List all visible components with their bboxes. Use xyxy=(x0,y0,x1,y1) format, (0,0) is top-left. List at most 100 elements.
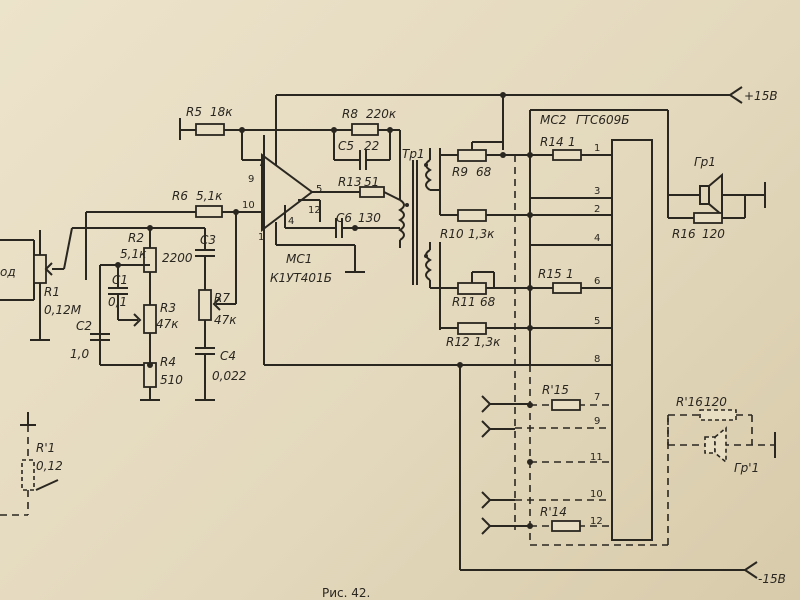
resistor-r14-prime xyxy=(551,520,581,532)
r15-ref: R15 xyxy=(538,267,562,281)
r12-ref: R12 xyxy=(446,335,470,349)
c4-value: 0,022 xyxy=(212,369,246,383)
mc1-pin-4: 4 xyxy=(288,216,294,227)
speaker-gr1 xyxy=(667,110,766,218)
mc2-pin-2: 2 xyxy=(594,204,600,215)
resistor-r16 xyxy=(668,212,745,224)
positive-supply-rail xyxy=(275,86,743,150)
resistor-r4 xyxy=(140,358,160,401)
r2-value: 5,1к xyxy=(120,247,147,261)
mc1-pin-9: 9 xyxy=(248,174,254,185)
figure-caption: Рис. 42. xyxy=(322,586,370,600)
r8-ref: R8 xyxy=(342,107,358,121)
potentiometer-r7 xyxy=(198,212,237,348)
resistor-r15 xyxy=(552,282,582,294)
r13-ref: R13 xyxy=(338,175,362,189)
r12-value: 1,3к xyxy=(474,335,501,349)
c1-ref: C1 xyxy=(112,273,128,287)
r8-value: 220к xyxy=(366,107,397,121)
resistor-r14 xyxy=(552,149,582,161)
c4-ref: C4 xyxy=(220,349,236,363)
resistor-r15-prime xyxy=(551,399,581,411)
mc1-pin-5: 5 xyxy=(316,184,322,195)
potentiometer-r3 xyxy=(99,264,157,366)
mc2-type: ГТС609Б xyxy=(576,113,630,127)
r4-ref: R4 xyxy=(160,355,176,369)
r5-value: 18к xyxy=(210,105,233,119)
r15-value: 1 xyxy=(566,267,574,281)
mc2-pin-9: 9 xyxy=(594,416,600,427)
r3-ref: R3 xyxy=(160,301,176,315)
resistor-r12 xyxy=(440,322,612,335)
r9-ref: R9 xyxy=(452,165,468,179)
tp1-ref: Тр1 xyxy=(402,147,425,161)
r10-ref: R10 xyxy=(440,227,464,241)
mc2-pin-4: 4 xyxy=(594,233,600,244)
r7-ref: R7 xyxy=(214,291,230,305)
mc2-pin-11: 11 xyxy=(590,452,603,463)
r16-ref: R16 xyxy=(672,227,696,241)
r3-value: 47к xyxy=(156,317,179,331)
r1-value: 0,12М xyxy=(44,303,82,317)
r13-value: 51 xyxy=(364,175,379,189)
resistor-r8 xyxy=(351,123,401,200)
r9-value: 68 xyxy=(476,165,492,179)
mc2-pin-3: 3 xyxy=(594,186,600,197)
resistor-r16-prime xyxy=(699,409,737,421)
input-label: од xyxy=(0,265,16,279)
c2-value: 1,0 xyxy=(70,347,89,361)
mc1-pin-12: 12 xyxy=(308,205,321,216)
ic-mc1-amplifier xyxy=(261,135,365,273)
resistor-r10 xyxy=(440,209,612,222)
mc2-pin-12: 12 xyxy=(590,516,603,527)
mc2-ref: МС2 xyxy=(540,113,566,127)
r11-ref: R11 xyxy=(452,295,476,309)
c5-value: 22 xyxy=(364,139,379,153)
r2-ref: R2 xyxy=(128,231,144,245)
capacitor-c5 xyxy=(331,127,393,170)
r16p-ref: R'16 xyxy=(676,395,703,409)
c5-ref: C5 xyxy=(338,139,354,153)
r1p-value: 0,12 xyxy=(36,459,63,473)
r14-ref: R14 xyxy=(540,135,564,149)
capacitor-c4 xyxy=(195,347,215,401)
r14p-ref: R'14 xyxy=(540,505,567,519)
mc2-pin-6: 6 xyxy=(594,276,600,287)
capacitor-c2 xyxy=(90,320,110,365)
input-arrows xyxy=(481,395,530,535)
mc2-pin-10: 10 xyxy=(590,489,603,500)
positive-supply-label: +15В xyxy=(744,89,778,103)
r10-value: 1,3к xyxy=(468,227,495,241)
mc1-pin-7: 7 xyxy=(258,158,264,169)
c2-ref: C2 xyxy=(76,319,92,333)
r7-value: 47к xyxy=(214,313,237,327)
r6-value: 5,1к xyxy=(196,189,223,203)
gr1-alt-ref: Гр'1 xyxy=(734,461,759,475)
ic-mc2-output-stage xyxy=(527,109,668,541)
potentiometer-r1-prime xyxy=(0,412,59,516)
resistor-r11 xyxy=(430,242,612,330)
capacitor-c3 xyxy=(150,227,215,290)
c6-ref: C6 xyxy=(336,211,352,225)
r11-value: 68 xyxy=(480,295,496,309)
r15p-ref: R'15 xyxy=(542,383,569,397)
transformer-tp1 xyxy=(398,148,440,288)
c1-value: 0,1 xyxy=(108,295,127,309)
resistor-r13 xyxy=(312,186,401,201)
c6-value: 130 xyxy=(358,211,381,225)
r16-value: 120 xyxy=(702,227,725,241)
resistor-r9 xyxy=(439,141,612,215)
mc2-pin-7: 7 xyxy=(594,392,600,403)
r16p-value: 120 xyxy=(704,395,727,409)
mc1-pin-1: 1 xyxy=(258,232,264,243)
r5-ref: R5 xyxy=(186,105,202,119)
mc1-ref: МС1 xyxy=(286,252,312,266)
mc2-pin-5: 5 xyxy=(594,316,600,327)
r6-ref: R6 xyxy=(172,189,188,203)
negative-supply-rail xyxy=(263,135,758,579)
c3-ref: C3 xyxy=(200,233,216,247)
negative-supply-label: -15В xyxy=(758,572,786,586)
mc1-pin-10: 10 xyxy=(242,200,255,211)
